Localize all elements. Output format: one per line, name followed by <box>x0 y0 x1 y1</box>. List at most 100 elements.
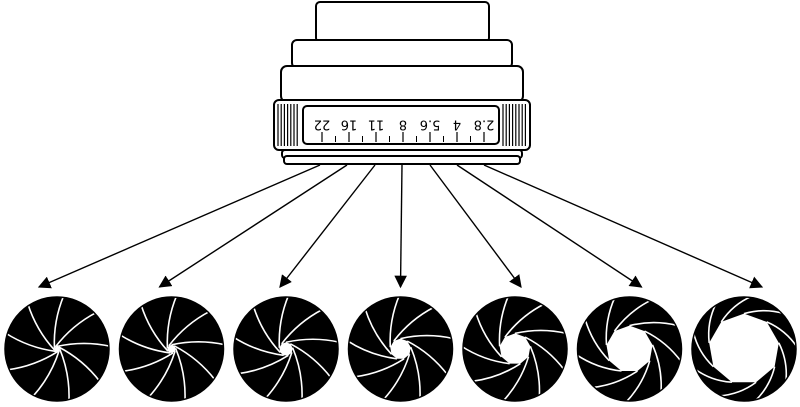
iris-blade-edge <box>514 329 567 335</box>
lens-top-barrel <box>315 1 490 43</box>
iris-blade-edge <box>7 350 59 371</box>
arrow <box>394 164 407 289</box>
arrow <box>279 164 376 288</box>
iris-blade-edge <box>289 343 333 379</box>
iris-blade-edge <box>278 294 290 348</box>
iris-blade-edge <box>232 336 284 357</box>
iris-blade-edge <box>502 356 530 403</box>
iris-blade-edge <box>629 321 679 327</box>
f-stop-label: 22 <box>314 117 331 132</box>
iris-rim <box>462 296 568 402</box>
iris-opening <box>279 342 293 356</box>
iris-blade-edge <box>252 305 281 353</box>
iris-blade-edge <box>291 347 303 401</box>
iris-blade-edge <box>31 350 61 398</box>
iris-blade-edge <box>624 360 651 404</box>
f-stop-label: 11 <box>368 117 385 132</box>
svg-text:11: 11 <box>368 117 385 132</box>
iris-opening <box>606 325 653 371</box>
iris-blade-edge <box>346 339 398 360</box>
svg-text:8: 8 <box>399 117 407 132</box>
iris-rim <box>576 296 683 402</box>
iris-blade-edge <box>605 296 616 345</box>
iris-blade-edge <box>58 346 101 383</box>
iris-blade-edge <box>382 353 411 401</box>
iris-rim <box>233 296 339 402</box>
aperture-irises <box>4 294 799 404</box>
iris-blade-edge <box>173 345 217 381</box>
arrow <box>429 164 522 289</box>
arrow <box>456 164 643 288</box>
iris-blade-edge <box>56 342 112 348</box>
iris-rim <box>4 296 110 402</box>
f-stop-scale: 2.8 4 5.6 8 11 16 22 <box>314 117 495 142</box>
aperture-ring-knurling-left <box>277 104 298 146</box>
iris-rim <box>118 296 225 402</box>
aperture-ring-knurling-right <box>502 104 527 146</box>
iris-blade-edge <box>410 346 421 400</box>
aperture-iris <box>460 295 568 403</box>
aperture-iris <box>118 294 226 402</box>
iris-blade-edge <box>651 344 663 393</box>
iris-blade-edge <box>27 303 56 351</box>
iris-blade-edge <box>354 358 405 378</box>
iris-blade-edge <box>529 345 541 398</box>
iris-blade-edge <box>364 308 393 355</box>
iris-opening <box>54 346 60 352</box>
arrow <box>483 164 764 289</box>
f-stop-label: 2.8 <box>474 117 495 132</box>
arrow <box>158 164 348 288</box>
lens-wide-barrel <box>280 65 524 103</box>
iris-blade-edge <box>460 345 510 365</box>
svg-text:22: 22 <box>314 117 331 132</box>
iris-blade-edge <box>122 352 174 373</box>
arrows <box>37 164 764 289</box>
aperture-iris <box>346 294 454 402</box>
iris-blade-edge <box>119 333 171 354</box>
f-stop-scale-window <box>302 105 500 145</box>
iris-opening <box>390 338 411 359</box>
iris-blade-edge <box>53 295 65 349</box>
iris-blade-edge <box>504 303 545 338</box>
iris-blade-edge <box>406 340 449 376</box>
lens-body: 2.8 4 5.6 8 11 16 22 <box>273 1 531 165</box>
arrow <box>37 164 321 289</box>
iris-blade-edge <box>168 310 211 347</box>
iris-blade-edge <box>524 336 566 371</box>
iris-blade-edge <box>58 348 70 402</box>
iris-blade-edge <box>400 334 454 340</box>
iris-blade-edge <box>389 294 401 348</box>
iris-blade-edge <box>54 311 98 348</box>
iris-blade-edge <box>140 304 169 352</box>
lens-mid-barrel <box>291 39 513 69</box>
iris-blade-edge <box>393 306 435 342</box>
iris-blade-edge <box>613 299 652 332</box>
iris-blade-edge <box>281 308 324 345</box>
iris-blade-edge <box>237 354 289 375</box>
svg-text:5.6: 5.6 <box>420 117 441 132</box>
iris-blade-edge <box>4 332 57 353</box>
iris-blade-edge <box>166 294 178 349</box>
iris-rim <box>347 296 454 402</box>
aperture-iris <box>691 295 799 403</box>
iris-blade-edge <box>575 353 622 372</box>
iris-opening <box>709 313 779 383</box>
f-stop-label: 8 <box>399 117 407 132</box>
iris-rim <box>691 296 797 402</box>
iris-blade-edge <box>147 350 176 399</box>
iris-opening <box>167 344 176 353</box>
svg-text:4: 4 <box>453 117 461 132</box>
iris-blade-edge <box>474 311 503 358</box>
iris-opening <box>499 333 531 364</box>
svg-text:2.8: 2.8 <box>474 117 495 132</box>
iris-blade-edge <box>264 352 293 400</box>
aperture-iris <box>232 294 340 402</box>
aperture-iris <box>4 295 112 402</box>
iris-blade-edge <box>471 362 521 383</box>
svg-text:16: 16 <box>341 117 358 132</box>
iris-blade-edge <box>285 338 340 344</box>
f-stop-label: 5.6 <box>420 117 441 132</box>
iris-blade-edge <box>584 318 610 362</box>
